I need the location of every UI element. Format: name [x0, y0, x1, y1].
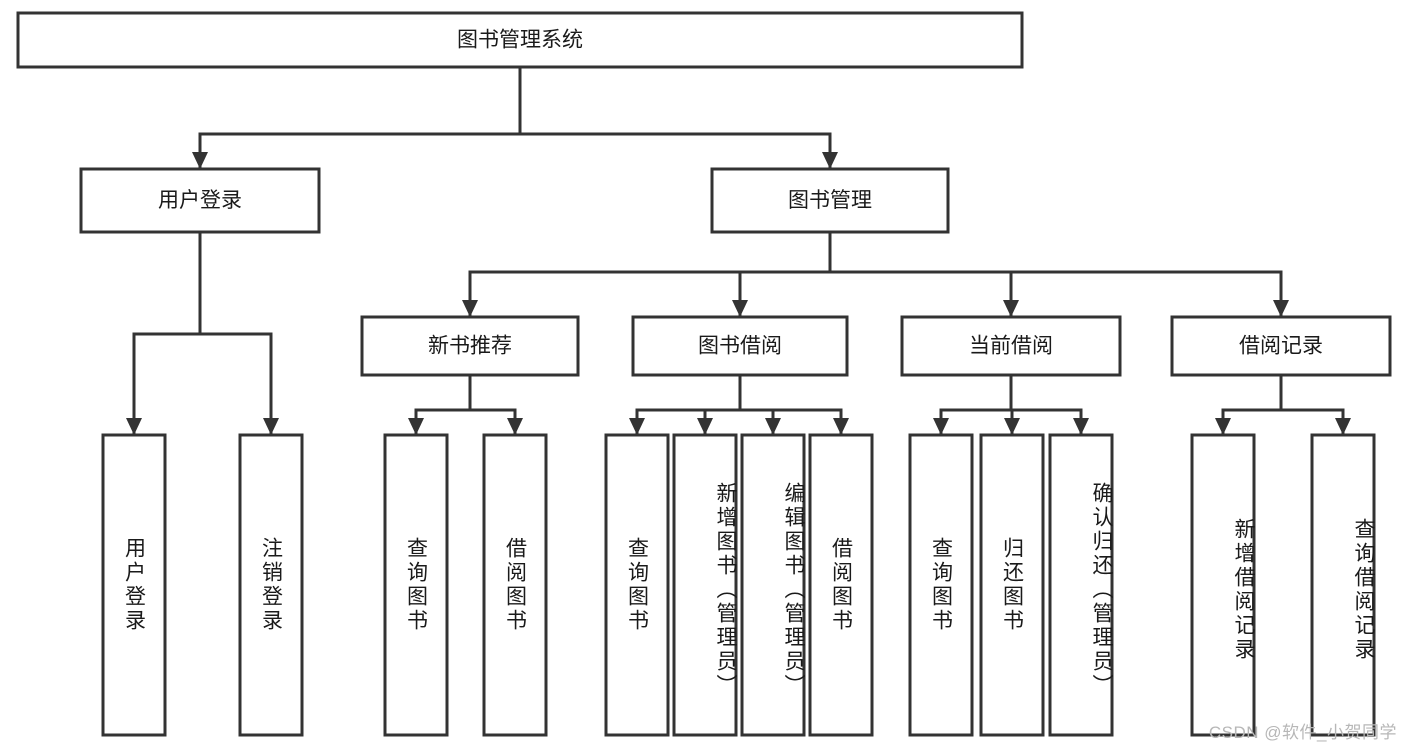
root-node-box[interactable] [16, 11, 1024, 69]
leaf-node-2-box[interactable] [383, 433, 449, 737]
leaf-node-1-box[interactable] [238, 433, 304, 737]
new-book-arrowhead-0 [408, 418, 424, 435]
level3-node-2-box[interactable] [900, 315, 1122, 377]
csdn-watermark: CSDN @软件_小贺同学 [1208, 723, 1397, 742]
borrow-book-arrowhead-3 [833, 418, 849, 435]
book-mgmt-arrowhead-2 [1003, 300, 1019, 317]
root-arrowhead-0 [192, 152, 208, 169]
book-mgmt-arrowhead-1 [732, 300, 748, 317]
connectors-layer [126, 65, 1351, 437]
leaf-node-4-box[interactable] [604, 433, 670, 737]
root-arrowhead-1 [822, 152, 838, 169]
current-borrow-arrowhead-2 [1073, 418, 1089, 435]
new-book-arrowhead-1 [507, 418, 523, 435]
level3-node-1-box[interactable] [631, 315, 849, 377]
book-mgmt-arrowhead-0 [462, 300, 478, 317]
borrow-book-arrowhead-0 [629, 418, 645, 435]
level3-node-0-box[interactable] [360, 315, 580, 377]
level3-node-0-label: 新书推荐 [428, 335, 512, 358]
level3-node-1-label: 图书借阅 [698, 335, 782, 358]
level2-node-1-box[interactable] [710, 167, 950, 234]
leaf-node-10-box[interactable] [1048, 433, 1114, 737]
leaf-node-5-box[interactable] [672, 433, 738, 737]
leaf-node-3-box[interactable] [482, 433, 548, 737]
level3-node-3-label: 借阅记录 [1239, 335, 1323, 358]
current-borrow-arrowhead-1 [1004, 418, 1020, 435]
root-node-label: 图书管理系统 [457, 29, 583, 52]
level3-node-2-label: 当前借阅 [969, 335, 1053, 358]
level2-node-0-label: 用户登录 [158, 189, 242, 212]
leaf-node-7-box[interactable] [808, 433, 874, 737]
current-borrow-arrowhead-0 [933, 418, 949, 435]
leaf-node-6-box[interactable] [740, 433, 806, 737]
borrow-book-arrowhead-2 [765, 418, 781, 435]
level2-node-1-label: 图书管理 [788, 189, 872, 212]
level3-node-3-box[interactable] [1170, 315, 1392, 377]
borrow-record-arrowhead-1 [1335, 418, 1351, 435]
user-login-arrowhead-0 [126, 418, 142, 435]
leaf-node-11-box[interactable] [1190, 433, 1256, 737]
leaf-node-12-box[interactable] [1310, 433, 1376, 737]
book-mgmt-arrowhead-3 [1273, 300, 1289, 317]
leaf-node-9-box[interactable] [979, 433, 1045, 737]
borrow-book-arrowhead-1 [697, 418, 713, 435]
leaf-node-8-box[interactable] [908, 433, 974, 737]
leaf-node-0-box[interactable] [101, 433, 167, 737]
borrow-record-arrowhead-0 [1215, 418, 1231, 435]
user-login-arrowhead-1 [263, 418, 279, 435]
level2-node-0-box[interactable] [79, 167, 321, 234]
